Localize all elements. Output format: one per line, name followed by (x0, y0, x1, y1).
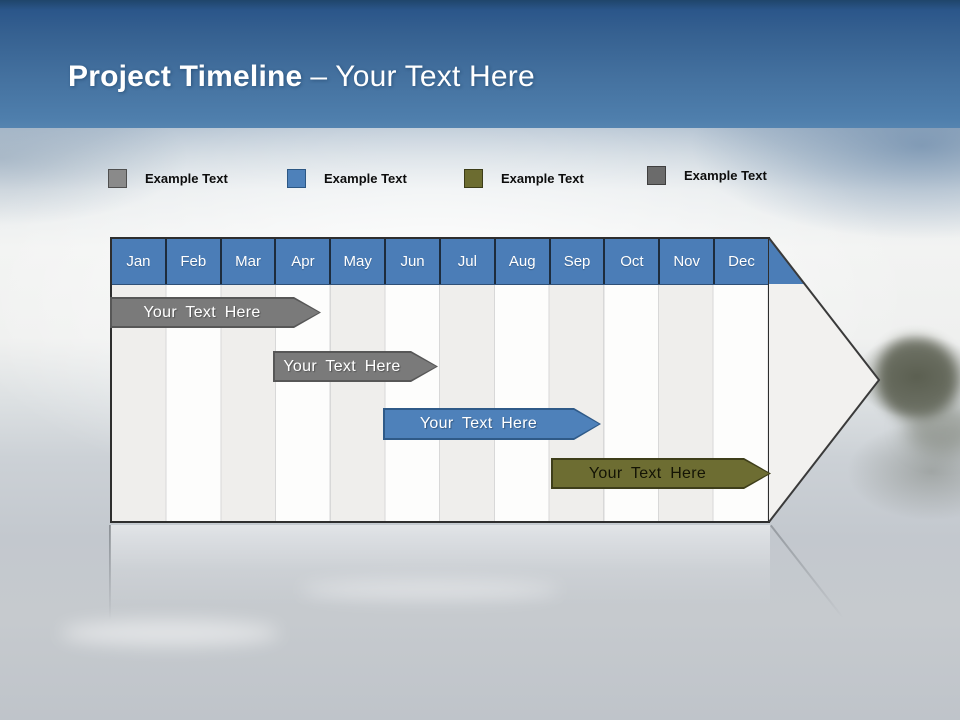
month-cell-mar[interactable]: Mar (219, 239, 275, 284)
month-cell-jul[interactable]: Jul (438, 239, 494, 284)
timeline-bar-label: Your Text Here (143, 303, 261, 321)
month-cell-sep[interactable]: Sep (548, 239, 604, 284)
legend-item-2[interactable]: Example Text (287, 169, 407, 188)
month-cell-apr[interactable]: Apr (274, 239, 329, 284)
timeline-bar-4[interactable]: Your Text Here (551, 458, 771, 489)
page-title-regular: – Your Text Here (310, 60, 535, 93)
timeline-bar-1[interactable]: Your Text Here (110, 297, 321, 328)
timeline-bar-label: Your Text Here (588, 464, 707, 482)
legend-item-1[interactable]: Example Text (108, 169, 228, 188)
arrow-head-body (769, 238, 879, 522)
month-cell-nov[interactable]: Nov (658, 239, 713, 284)
legend-label: Example Text (501, 171, 584, 186)
page-title-bold: Project Timeline (68, 60, 303, 93)
legend-swatch-icon (287, 169, 306, 188)
legend-item-4[interactable]: Example Text (647, 166, 767, 185)
legend-label: Example Text (324, 171, 407, 186)
month-cell-dec[interactable]: Dec (713, 239, 768, 284)
timeline-arrow-head (768, 237, 881, 523)
month-cell-feb[interactable]: Feb (164, 239, 220, 284)
legend-swatch-icon (464, 169, 483, 188)
timeline-bar-3[interactable]: Your Text Here (383, 408, 601, 440)
timeline-bar-2[interactable]: Your Text Here (273, 351, 438, 382)
table-reflection (110, 525, 770, 607)
month-cell-oct[interactable]: Oct (603, 239, 658, 284)
timeline-bar-label: Your Text Here (419, 415, 538, 432)
timeline-bar-fill: Your Text Here (553, 460, 769, 487)
legend-swatch-icon (647, 166, 666, 185)
title-band-background (0, 0, 960, 128)
timeline-bar-fill: Your Text Here (385, 410, 599, 438)
month-cell-aug[interactable]: Aug (493, 239, 549, 284)
legend-item-3[interactable]: Example Text (464, 169, 584, 188)
legend-label: Example Text (684, 168, 767, 183)
legend-label: Example Text (145, 171, 228, 186)
water-foam-shape (60, 620, 280, 646)
timeline-bar-label: Your Text Here (283, 357, 401, 375)
rock-shadow-shape (905, 402, 960, 454)
page-title[interactable]: Project Timeline– Your Text Here (68, 60, 535, 93)
legend-swatch-icon (108, 169, 127, 188)
timeline-bar-fill: Your Text Here (275, 353, 436, 380)
month-cell-may[interactable]: May (329, 239, 384, 284)
arrow-head-outline (768, 237, 881, 523)
table-reflection-left-edge (109, 525, 111, 620)
month-cell-jun[interactable]: Jun (384, 239, 439, 284)
timeline-bar-fill: Your Text Here (112, 299, 319, 326)
month-cell-jan[interactable]: Jan (126, 253, 151, 270)
